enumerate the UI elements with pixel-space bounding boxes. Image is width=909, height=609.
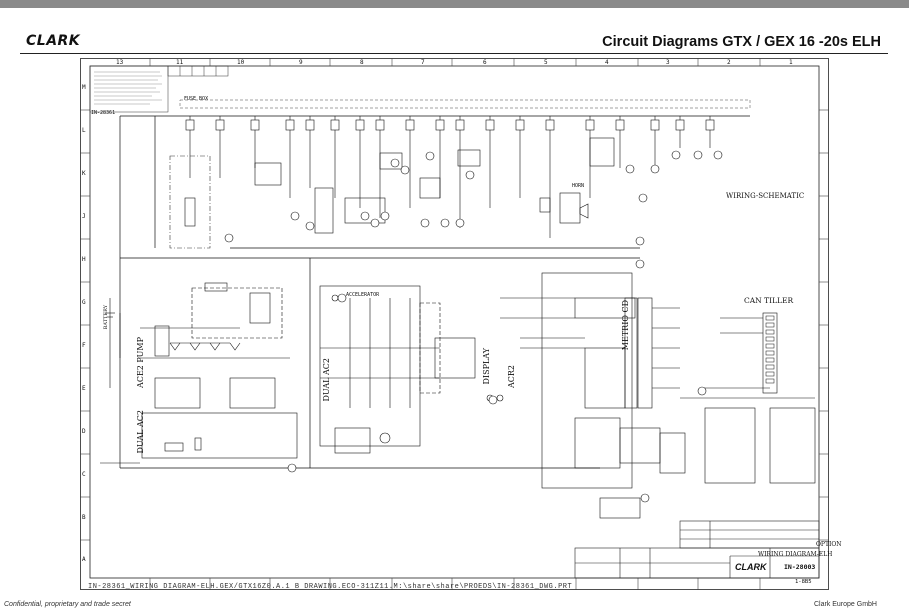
- column-label: 2: [727, 59, 731, 66]
- circuit-diagram: [80, 58, 829, 590]
- top-bar: [0, 0, 909, 8]
- power-rails: [119, 115, 750, 469]
- row-label: H: [82, 256, 86, 263]
- metrio-cd-label: METRIO CD: [621, 300, 630, 351]
- column-label: 9: [299, 59, 303, 66]
- title-block-clark-logo: CLARK: [735, 562, 767, 572]
- column-label: 1: [789, 59, 793, 66]
- column-label: 3: [666, 59, 670, 66]
- sheet-inner-frame: [89, 65, 820, 579]
- title-block: [574, 520, 820, 579]
- heater-element: [184, 197, 196, 227]
- company-note: Clark Europe GmbH: [813, 601, 877, 608]
- fuse-box-outline: [179, 99, 751, 109]
- fuse-drops: [189, 116, 711, 238]
- display-label: DISPLAY: [482, 348, 491, 385]
- row-label: M: [82, 84, 86, 91]
- dual-ac2-center-label: DUAL AC2: [322, 358, 331, 402]
- title-divider: [20, 53, 888, 54]
- central-controller: [319, 285, 504, 454]
- sheet-outer-frame: [80, 58, 829, 590]
- revision-block: [89, 65, 229, 113]
- reference-markers: [287, 193, 707, 503]
- clark-logo: CLARK: [26, 33, 81, 49]
- fuse-box-label: FUSE BOX: [184, 96, 209, 102]
- title-block-drawing-number: IN-28003: [784, 563, 816, 571]
- title-block-sheet: 1-8B5: [795, 579, 812, 585]
- column-ticks: [149, 58, 761, 590]
- upper-relays: [254, 137, 615, 234]
- wiring-schematic-label: WIRING-SCHEMATIC: [726, 192, 805, 200]
- dual-ac2-left-box: [100, 377, 298, 464]
- row-label: B: [82, 514, 86, 521]
- title-block-drawing-name: WIRING DIAGRAM-ELH: [758, 551, 833, 558]
- row-label: G: [82, 299, 86, 306]
- row-label: A: [82, 556, 86, 563]
- fuse-blocks: [185, 119, 715, 131]
- row-ticks: [80, 109, 829, 541]
- accelerator-label: ACCELERATOR: [346, 292, 380, 298]
- row-label: F: [82, 342, 86, 349]
- row-label: J: [82, 213, 86, 220]
- left-component-box: [169, 155, 211, 249]
- can-tiller-label: CAN TILLER: [744, 296, 794, 305]
- column-label: 11: [176, 59, 184, 66]
- column-label: 7: [421, 59, 425, 66]
- sheet-ref-label: IN-28361: [91, 110, 116, 116]
- column-label: 6: [483, 59, 487, 66]
- row-label: L: [82, 127, 86, 134]
- dual-ac2-left-label: DUAL AC2: [136, 410, 145, 454]
- file-path-text: IN-28361_WIRING DIAGRAM-ELH.GEX/GTX16Z0.…: [88, 583, 573, 591]
- acr2-label: ACR2: [507, 365, 516, 389]
- column-label: 10: [237, 59, 245, 66]
- horn-label: HORN: [572, 183, 585, 189]
- lamp-symbols: [224, 150, 723, 269]
- pump-section: [105, 282, 290, 388]
- row-label: D: [82, 428, 86, 435]
- row-label: C: [82, 471, 86, 478]
- revision-text-lines: [94, 71, 162, 105]
- page-title: Circuit Diagrams GTX / GEX 16 -20s ELH: [602, 34, 881, 50]
- can-tiller-block: [680, 312, 816, 484]
- column-label: 4: [605, 59, 609, 66]
- battery-label: BATTERY: [103, 305, 109, 330]
- row-label: K: [82, 170, 86, 177]
- column-label: 5: [544, 59, 548, 66]
- tiller-connector-pins: [765, 315, 775, 384]
- metrio-cd-block: [500, 272, 686, 519]
- title-block-option: OPTION: [816, 541, 842, 548]
- horn-symbol: [579, 203, 589, 219]
- confidential-note: Confidential, proprietary and trade secr…: [4, 601, 131, 608]
- acr2-pump-label: ACE2 PUMP: [136, 337, 145, 388]
- row-label: E: [82, 385, 86, 392]
- column-label: 13: [116, 59, 124, 66]
- column-label: 8: [360, 59, 364, 66]
